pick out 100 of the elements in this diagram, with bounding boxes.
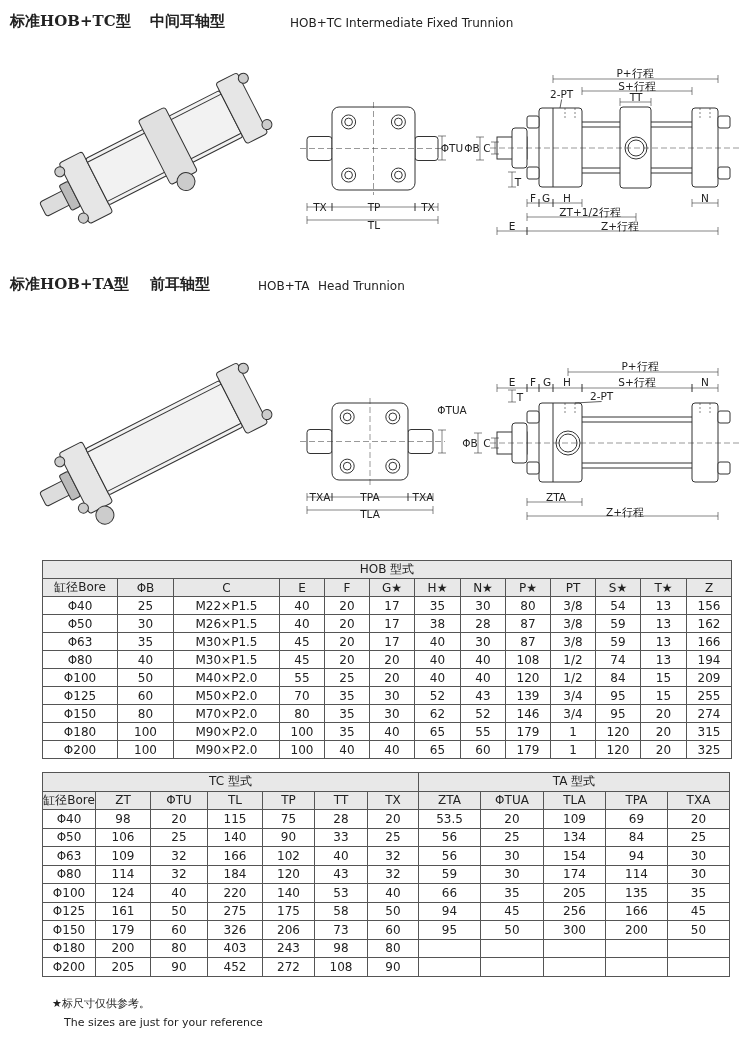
table-cell: 20 xyxy=(324,596,370,615)
table-cell: 50 xyxy=(667,920,730,939)
table-cell: 139 xyxy=(505,686,551,705)
table-cell: 272 xyxy=(262,957,315,976)
table-cell: 40 xyxy=(460,668,506,687)
table-cell: 3/8 xyxy=(550,614,596,633)
dimension-label: C xyxy=(483,142,491,154)
table-cell: 220 xyxy=(207,883,263,902)
table-cell: 25 xyxy=(667,828,730,847)
table-cell: 13 xyxy=(640,596,687,615)
table-cell: 25 xyxy=(324,668,370,687)
table-cell: 30 xyxy=(369,704,415,723)
leader-label: 2-PT xyxy=(550,89,574,100)
table-cell: 100 xyxy=(279,740,325,759)
table-cell: 1/2 xyxy=(550,668,596,687)
table-cell: 53.5 xyxy=(418,809,481,828)
table-cell: Φ63 xyxy=(42,846,96,865)
dimension-label: Z+行程 xyxy=(606,506,644,518)
table-cell: Φ40 xyxy=(42,596,118,615)
table-cell: 30 xyxy=(117,614,174,633)
table-cell: 30 xyxy=(369,686,415,705)
table-cell: 140 xyxy=(207,828,263,847)
heading: HOB+TC Intermediate Fixed Trunnion xyxy=(290,16,514,30)
note: ★标尺寸仅供参考。 xyxy=(52,996,150,1011)
table-cell: 114 xyxy=(605,865,668,884)
table-cell: 20 xyxy=(480,809,544,828)
table-cell: 3/8 xyxy=(550,632,596,651)
heading: Head Trunnion xyxy=(318,279,405,293)
table-cell: 17 xyxy=(369,614,415,633)
dimension-label: S+行程 xyxy=(618,376,656,388)
table-cell: 40 xyxy=(414,668,461,687)
table-cell: 108 xyxy=(505,650,551,669)
dimension-label: ΦB xyxy=(464,142,480,154)
table-cell: 184 xyxy=(207,865,263,884)
table-cell: 30 xyxy=(480,846,544,865)
table-cell: 315 xyxy=(686,722,732,741)
table-cell: 20 xyxy=(324,650,370,669)
table-cell: M30×P1.5 xyxy=(173,650,280,669)
dimension-label: TXA xyxy=(412,491,434,503)
table-cell: 13 xyxy=(640,632,687,651)
table-cell: M40×P2.0 xyxy=(173,668,280,687)
table-cell: 90 xyxy=(150,957,208,976)
table-cell: 55 xyxy=(460,722,506,741)
table-cell: 32 xyxy=(367,846,419,865)
dimension-label: ΦTU xyxy=(440,142,464,154)
table-cell: M70×P2.0 xyxy=(173,704,280,723)
table-cell: 1 xyxy=(550,740,596,759)
dimension-label: H xyxy=(563,376,571,388)
table-cell: 20 xyxy=(369,650,415,669)
table-cell: 124 xyxy=(95,883,151,902)
table-cell: 58 xyxy=(314,902,368,921)
heading: 前耳轴型 xyxy=(150,275,210,294)
dimension-label: G xyxy=(541,192,551,204)
table-cell: 108 xyxy=(314,957,368,976)
table-cell: 95 xyxy=(595,686,641,705)
table-cell: 179 xyxy=(505,740,551,759)
table-cell: 1 xyxy=(550,722,596,741)
table-cell: 80 xyxy=(117,704,174,723)
table-cell: 50 xyxy=(117,668,174,687)
table-cell: 100 xyxy=(279,722,325,741)
dimension-label: G xyxy=(542,376,552,388)
dimension-label: N xyxy=(701,192,709,204)
table-cell: 20 xyxy=(369,668,415,687)
table-cell: 45 xyxy=(480,902,544,921)
table-cell: 25 xyxy=(367,828,419,847)
table-cell: 161 xyxy=(95,902,151,921)
table-cell: 60 xyxy=(150,920,208,939)
table-cell: 106 xyxy=(95,828,151,847)
table-cell: 50 xyxy=(367,902,419,921)
table-cell: 135 xyxy=(605,883,668,902)
table-cell: 60 xyxy=(367,920,419,939)
table-cell: Φ100 xyxy=(42,883,96,902)
dimension-label: H xyxy=(563,192,571,204)
dimension-label: TPA xyxy=(360,491,380,503)
table-cell: Φ200 xyxy=(42,957,96,976)
table-cell: 200 xyxy=(605,920,668,939)
dimension-label: F xyxy=(530,376,536,388)
table-cell: 35 xyxy=(324,686,370,705)
table-cell: 38 xyxy=(414,614,461,633)
table-cell: 98 xyxy=(95,809,151,828)
table-cell: 100 xyxy=(117,722,174,741)
table-cell: 52 xyxy=(460,704,506,723)
table-cell: 30 xyxy=(480,865,544,884)
table-cell: 194 xyxy=(686,650,732,669)
table-cell: 33 xyxy=(314,828,368,847)
table-cell: 166 xyxy=(605,902,668,921)
table-cell: 175 xyxy=(262,902,315,921)
table-cell: 32 xyxy=(150,865,208,884)
table-cell: 134 xyxy=(543,828,606,847)
table-cell: 15 xyxy=(640,668,687,687)
table-cell: 166 xyxy=(686,632,732,651)
table-cell: 35 xyxy=(667,883,730,902)
dimension-label: P+行程 xyxy=(621,360,659,372)
table-cell: 40 xyxy=(117,650,174,669)
table-cell: 40 xyxy=(324,740,370,759)
table-cell: 87 xyxy=(505,632,551,651)
table-cell: 94 xyxy=(418,902,481,921)
table-cell: 326 xyxy=(207,920,263,939)
dimension-label: TX xyxy=(421,201,435,213)
table-cell: 40 xyxy=(369,740,415,759)
